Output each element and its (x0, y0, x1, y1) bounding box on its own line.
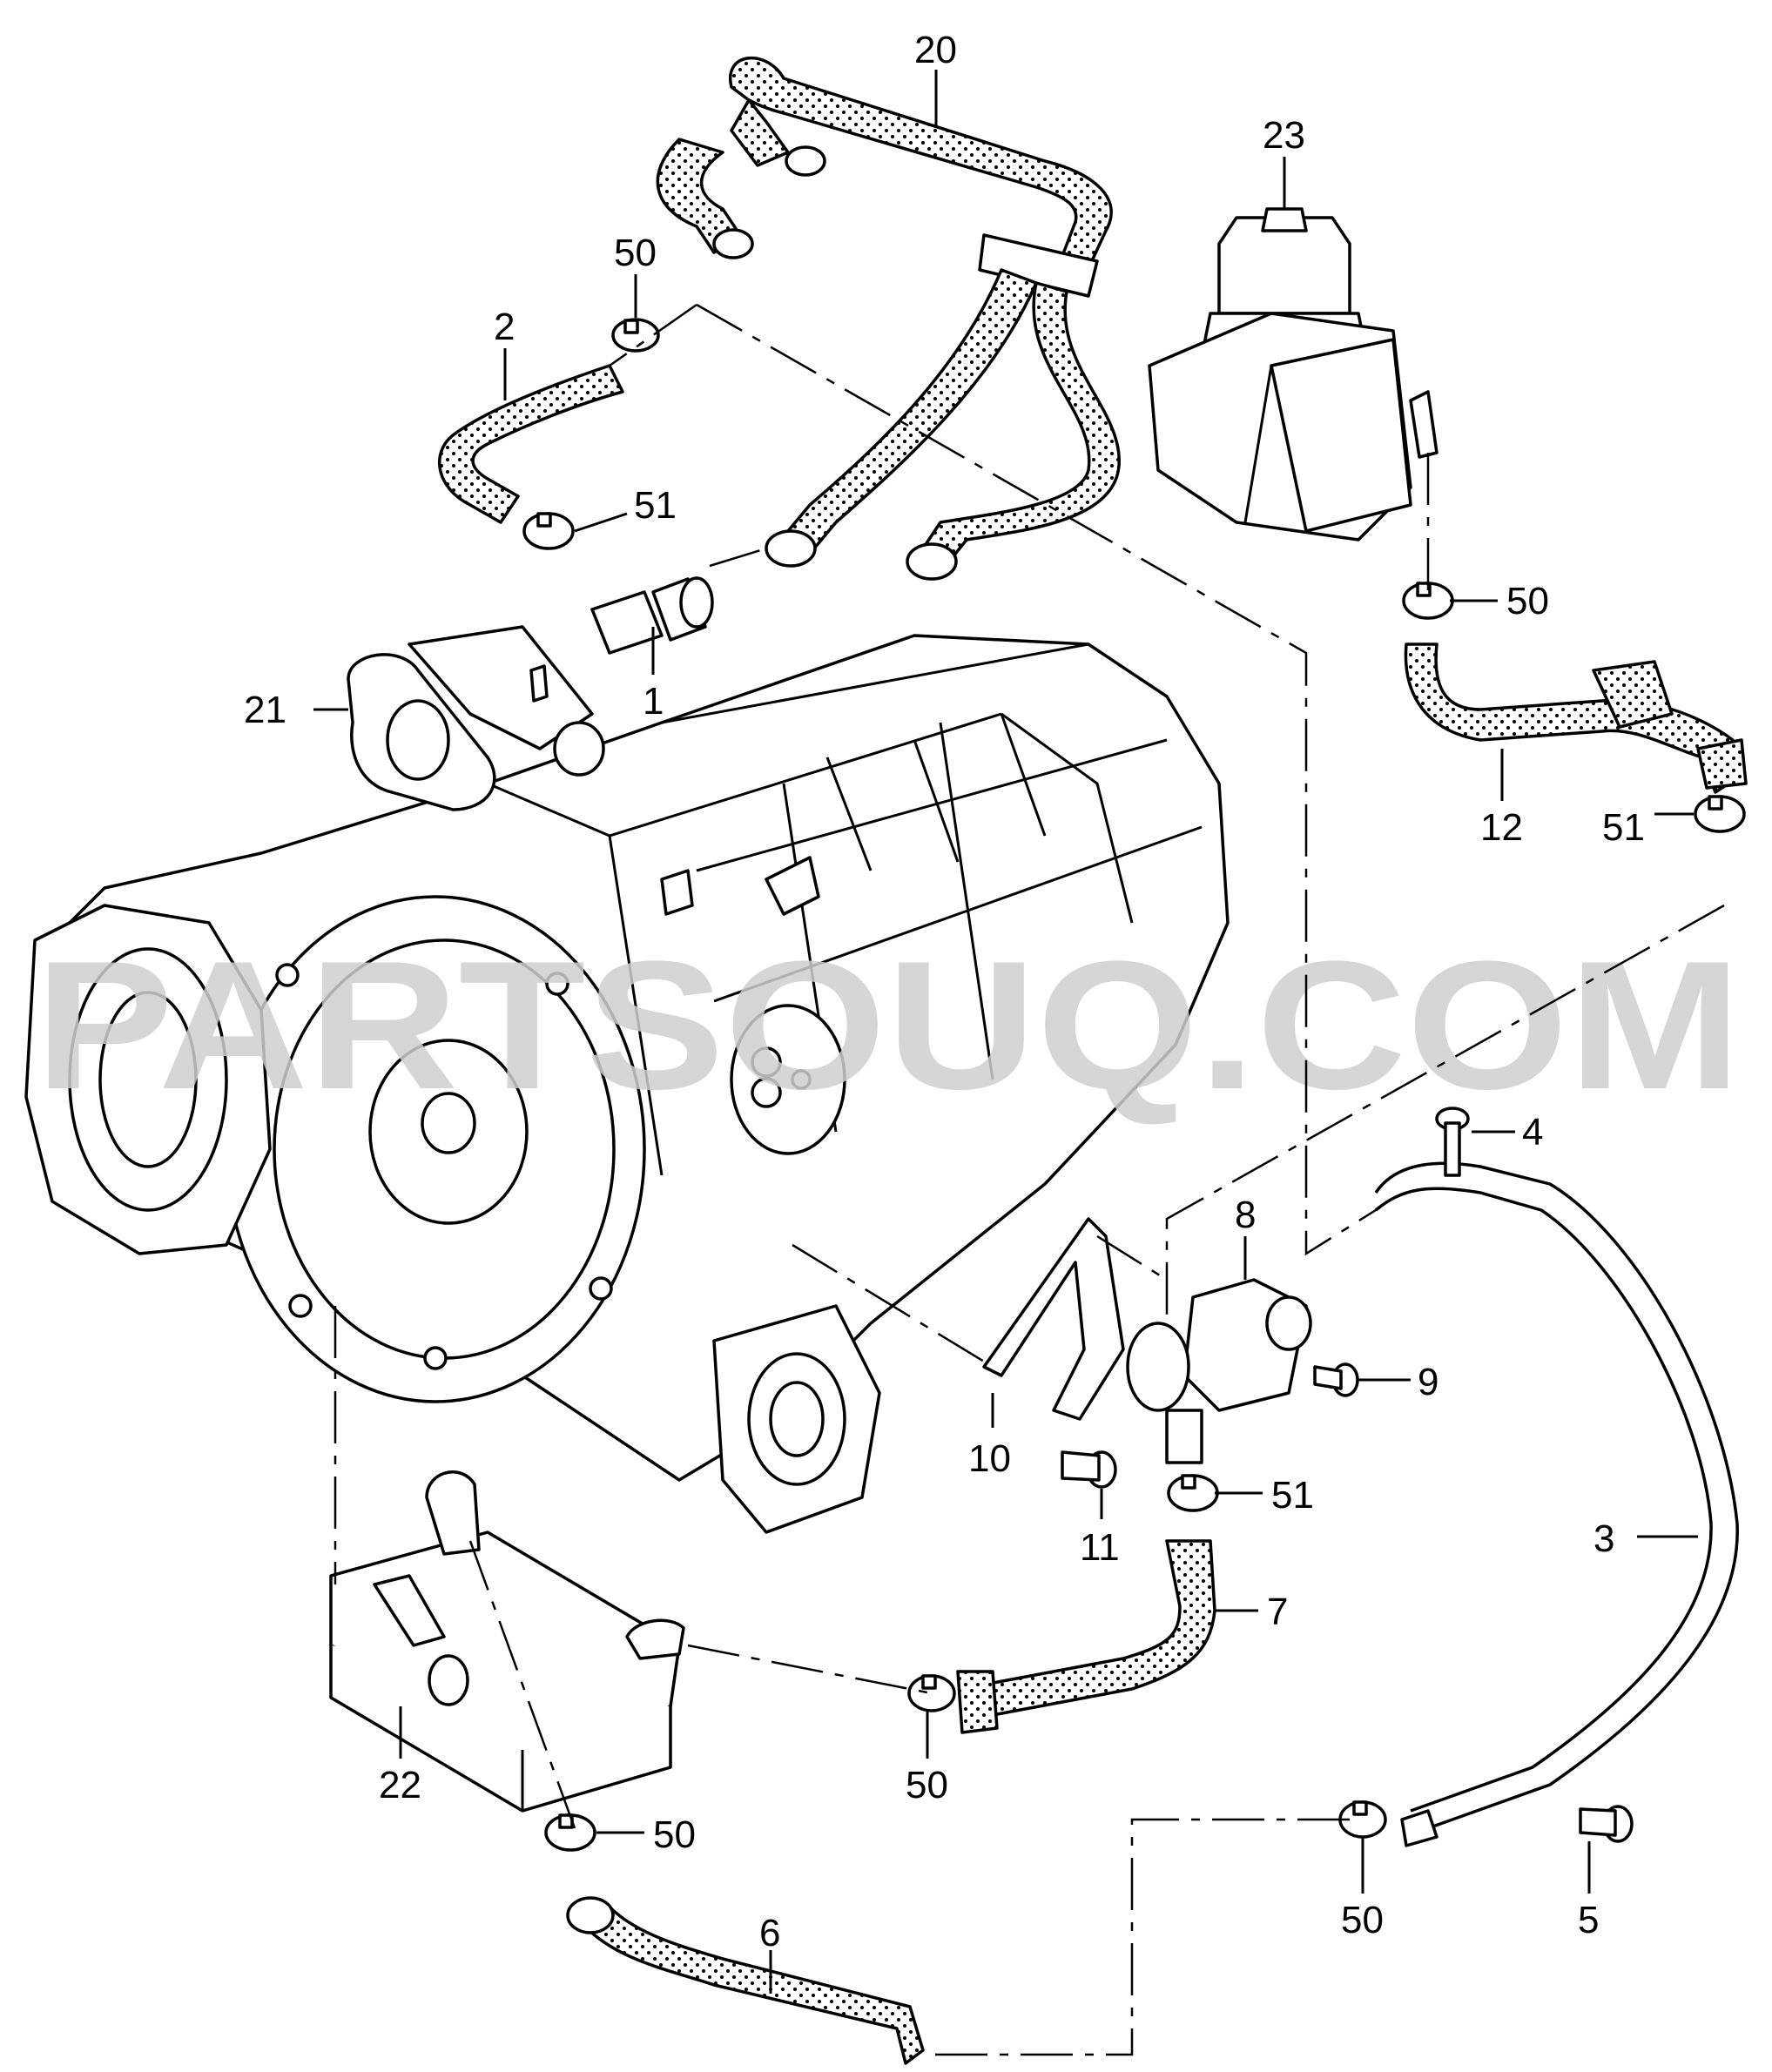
part-6-hose (566, 1896, 925, 2065)
part-3-pipe (1374, 1161, 1739, 1847)
part-22-oil-cooler (329, 1470, 685, 1813)
part-10-bracket (982, 1217, 1125, 1421)
callout-50-right[interactable]: 50 (1506, 580, 1549, 622)
callout-6[interactable]: 6 (759, 1912, 780, 1954)
callout-3[interactable]: 3 (1593, 1517, 1614, 1560)
output-flange (712, 1304, 881, 1534)
clamp-51-mid (1167, 1474, 1219, 1512)
torque-converter (225, 895, 646, 1403)
callout-5[interactable]: 5 (1578, 1899, 1599, 1941)
callout-51-mid[interactable]: 51 (1271, 1474, 1314, 1517)
callout-21[interactable]: 21 (244, 689, 286, 731)
callout-50-low[interactable]: 50 (653, 1813, 696, 1856)
callout-50-mid[interactable]: 50 (906, 1764, 948, 1806)
callout-20[interactable]: 20 (914, 29, 957, 71)
clamp-51-left (522, 512, 575, 550)
callout-51-left[interactable]: 51 (634, 484, 677, 527)
clamps (522, 318, 1746, 1852)
callout-11[interactable]: 11 (1080, 1526, 1120, 1569)
clamp-50-mid (907, 1674, 956, 1712)
part-20-coolant-line (656, 56, 1121, 581)
part-23-filter-housing (1148, 207, 1438, 542)
part-1-connector (590, 576, 714, 655)
bolt-4 (1435, 1107, 1470, 1177)
clamp-50-low (544, 1813, 596, 1852)
part-21-flange (347, 625, 605, 811)
callouts: 20 23 50 2 51 21 1 50 12 51 4 8 9 10 11 … (244, 29, 1645, 1954)
leader-lines (313, 70, 1698, 1994)
pump-housing (24, 904, 272, 1255)
part-12-hose (1404, 642, 1748, 794)
callout-22[interactable]: 22 (379, 1764, 421, 1806)
bolt-9 (1313, 1362, 1359, 1397)
callout-9[interactable]: 9 (1418, 1361, 1438, 1403)
bolts (1061, 1107, 1634, 1843)
assembly-lines (334, 303, 1725, 2056)
bolt-5 (1579, 1805, 1634, 1843)
callout-51-right[interactable]: 51 (1602, 806, 1645, 849)
part-7-hose (956, 1539, 1216, 1734)
callout-8[interactable]: 8 (1235, 1194, 1256, 1236)
transmission-side-port (730, 1004, 846, 1155)
part-2-hose (438, 364, 624, 524)
watermark: PARTSOUQ.COM (35, 923, 1742, 1127)
callout-7[interactable]: 7 (1267, 1591, 1288, 1633)
callout-1[interactable]: 1 (643, 680, 664, 723)
callout-10[interactable]: 10 (968, 1437, 1011, 1480)
bolt-11 (1061, 1450, 1117, 1489)
callout-12[interactable]: 12 (1480, 806, 1523, 849)
callout-2[interactable]: 2 (494, 306, 515, 348)
callout-4[interactable]: 4 (1522, 1111, 1543, 1154)
callout-50-br[interactable]: 50 (1341, 1899, 1384, 1941)
clamp-50-top (611, 318, 660, 353)
clamp-51-right (1694, 795, 1746, 833)
part-8-valve (1126, 1278, 1312, 1464)
callout-50-top[interactable]: 50 (614, 232, 657, 274)
callout-23[interactable]: 23 (1263, 114, 1305, 157)
